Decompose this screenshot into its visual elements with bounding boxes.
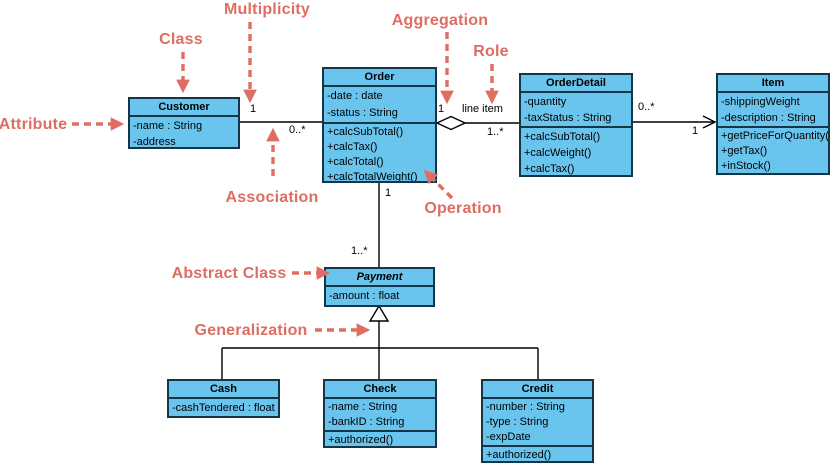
class-title: Customer (130, 99, 238, 117)
navigability-arrow-icon (702, 115, 717, 129)
role-label: line item (462, 103, 503, 115)
attribute-row: -date : date (327, 90, 383, 102)
attribute-row: -number : String (486, 401, 565, 413)
class-customer[interactable]: Customer -name : String -address (128, 97, 240, 149)
operation-row: +calcWeight() (524, 147, 592, 159)
multiplicity-label: 0..* (289, 124, 306, 136)
attribute-row: -bankID : String (328, 416, 405, 428)
multiplicity-label: 1..* (351, 245, 368, 257)
operation-row: +inStock() (721, 160, 771, 172)
class-item[interactable]: Item -shippingWeight -description : Stri… (716, 73, 830, 175)
operation-row: +getTax() (721, 145, 768, 157)
attribute-row: -name : String (133, 120, 203, 132)
attributes-compartment: -shippingWeight -description : String (718, 93, 828, 128)
callout-association: Association (225, 189, 319, 206)
class-check[interactable]: Check -name : String -bankID : String +a… (323, 379, 437, 448)
operation-row: +calcTax() (524, 163, 575, 175)
callout-class: Class (159, 31, 203, 48)
attributes-compartment: -name : String -address (130, 117, 238, 148)
class-cash[interactable]: Cash -cashTendered : float (167, 379, 280, 418)
attribute-row: -type : String (486, 416, 549, 428)
multiplicity-label: 1 (438, 103, 445, 115)
attributes-compartment: -cashTendered : float (169, 399, 278, 416)
multiplicity-label: 1 (692, 125, 699, 137)
attribute-row: -cashTendered : float (172, 402, 275, 414)
attributes-compartment: -name : String -bankID : String (325, 399, 435, 432)
class-title: Credit (483, 381, 592, 399)
callout-aggregation: Aggregation (391, 12, 489, 29)
class-payment[interactable]: Payment -amount : float (324, 267, 435, 307)
class-orderdetail[interactable]: OrderDetail -quantity -taxStatus : Strin… (519, 73, 633, 177)
operation-row: +authorized() (486, 449, 552, 461)
attribute-row: -address (133, 136, 176, 148)
operation-row: +calcSubTotal() (327, 126, 404, 138)
attribute-row: -description : String (721, 112, 816, 124)
attribute-row: -expDate (486, 431, 531, 443)
generalization-triangle-icon (368, 304, 390, 322)
class-credit[interactable]: Credit -number : String -type : String -… (481, 379, 594, 463)
operation-row: +calcSubTotal() (524, 131, 601, 143)
operation-row: +calcTax() (327, 141, 378, 153)
attributes-compartment: -date : date -status : String (324, 87, 435, 124)
class-title: Payment (326, 269, 433, 287)
operations-compartment: +calcSubTotal() +calcWeight() +calcTax() (521, 128, 631, 175)
callout-multiplicity: Multiplicity (224, 1, 310, 18)
operation-row: +calcTotalWeight() (327, 171, 418, 183)
operation-row: +calcTotal() (327, 156, 384, 168)
multiplicity-label: 1 (250, 103, 257, 115)
class-title: Order (324, 69, 435, 87)
class-title: Item (718, 75, 828, 93)
multiplicity-label: 1..* (487, 126, 504, 138)
callout-role: Role (473, 43, 509, 60)
attribute-row: -taxStatus : String (524, 112, 612, 124)
attributes-compartment: -number : String -type : String -expDate (483, 399, 592, 447)
callout-abstract-class: Abstract Class (171, 265, 287, 282)
callout-generalization: Generalization (194, 322, 308, 339)
multiplicity-label: 1 (385, 187, 392, 199)
callout-attribute: Attribute (0, 116, 68, 133)
attribute-row: -shippingWeight (721, 96, 800, 108)
attributes-compartment: -quantity -taxStatus : String (521, 93, 631, 128)
class-title: OrderDetail (521, 75, 631, 93)
callout-operation: Operation (424, 200, 502, 217)
operations-compartment: +authorized() (483, 447, 592, 461)
attribute-row: -status : String (327, 107, 398, 119)
operations-compartment: +getPriceForQuantity() +getTax() +inStoc… (718, 128, 830, 173)
attributes-compartment: -amount : float (326, 287, 433, 304)
attribute-row: -name : String (328, 401, 398, 413)
operation-row: +getPriceForQuantity() (721, 130, 830, 142)
class-title: Check (325, 381, 435, 399)
class-order[interactable]: Order -date : date -status : String +cal… (322, 67, 437, 183)
attribute-row: -quantity (524, 96, 567, 108)
operation-row: +authorized() (328, 434, 394, 446)
class-title: Cash (169, 381, 278, 399)
operations-compartment: +calcSubTotal() +calcTax() +calcTotal() … (324, 124, 435, 183)
aggregation-diamond-icon (435, 115, 467, 131)
multiplicity-label: 0..* (638, 101, 655, 113)
operations-compartment: +authorized() (325, 432, 435, 446)
attribute-row: -amount : float (329, 290, 400, 302)
